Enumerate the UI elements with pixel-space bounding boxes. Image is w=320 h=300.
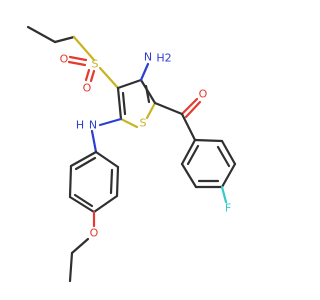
- amino-hydrogen-label: H2: [156, 52, 171, 65]
- o-ch2-bond: [70, 237, 90, 255]
- fp-ring-1: [193, 138, 224, 143]
- sulfonyl-oxygen-left-label: O: [60, 53, 69, 66]
- c3-nh2-bond: [139, 62, 150, 82]
- s-o-bond-left-b: [67, 60, 87, 67]
- sulfonyl-sulfur-label: S: [92, 58, 99, 71]
- ep-ring-6: [69, 150, 98, 168]
- c5-nh-bond: [98, 117, 123, 127]
- ep-ring-5: [68, 164, 73, 199]
- ep-ring-2: [115, 165, 120, 198]
- ethyl-ch2-bond: [53, 35, 76, 44]
- sulfonyl-oxygen-bottom-label: O: [83, 82, 92, 95]
- fp-ring-5: [180, 162, 198, 189]
- bond-layer: [26, 25, 237, 283]
- ep-ring-1: [94, 150, 120, 169]
- fp-ring-6: [180, 138, 197, 166]
- amino-nitrogen-label: N: [144, 51, 152, 64]
- s-o-bond-left-a: [68, 55, 88, 62]
- c-f-bond: [220, 185, 228, 204]
- ring-c5-c4: [116, 86, 123, 121]
- ep-ring-6-double: [74, 156, 97, 171]
- ep-ring-4: [68, 195, 96, 214]
- nh-phenyl-bond: [90, 129, 98, 154]
- ethyl-ch3-bond: [26, 25, 57, 44]
- fp-ring-6-double: [186, 144, 200, 166]
- ep-ring-3: [92, 194, 119, 214]
- ether-oxygen-label: O: [90, 227, 99, 240]
- atom-label-layer: O O S N H2 S O H N O F: [60, 51, 232, 240]
- thiophene-sulfur-label: S: [140, 117, 147, 130]
- fp-ring-2: [220, 139, 237, 166]
- s-o-bond-bottom-a: [84, 68, 91, 82]
- carbonyl-o-bond-b: [184, 100, 202, 119]
- structure-diagram: O O S N H2 S O H N O F: [26, 25, 237, 283]
- ketone-oxygen-label: O: [199, 88, 208, 101]
- carbonyl-phenyl-bond: [180, 112, 197, 142]
- s-o-bond-bottom-b: [89, 69, 96, 83]
- anilino-nitrogen-label: N: [89, 119, 97, 132]
- c2-carbonyl-bond: [153, 101, 184, 116]
- s-c4-bond: [98, 66, 120, 90]
- ring-c2-s: [145, 101, 157, 120]
- ring-c5-c4-double: [121, 91, 127, 116]
- fp-ring-3: [220, 162, 237, 189]
- ep-ring-2-double: [109, 168, 114, 195]
- ep-ring-4-double: [73, 193, 94, 208]
- fluorine-label: F: [225, 202, 231, 215]
- ring-s-c5: [119, 117, 139, 129]
- ring-c3-c2-double: [144, 84, 151, 104]
- ethyl-s-bond: [72, 35, 96, 62]
- ch2-ch3-bond: [68, 251, 74, 283]
- carbonyl-o-bond-a: [180, 97, 199, 116]
- ring-c4-c3: [116, 78, 143, 90]
- anilino-hydrogen-label: H: [76, 119, 84, 132]
- fp-ring-2-double: [216, 145, 231, 168]
